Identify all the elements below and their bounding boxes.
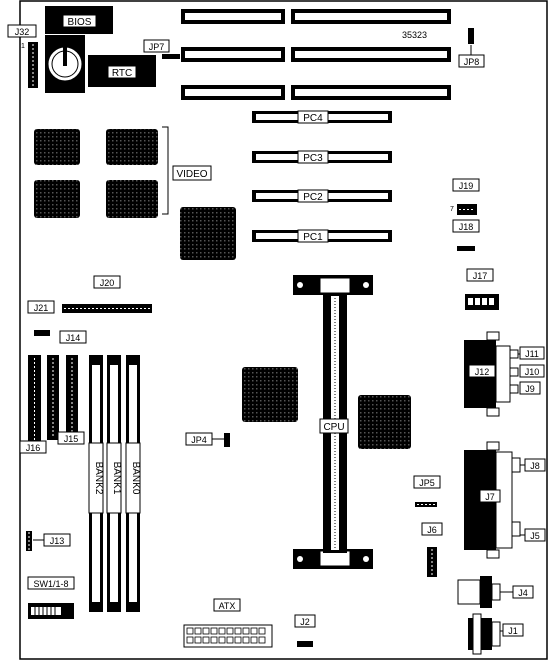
svg-text:J16: J16 — [26, 443, 41, 453]
svg-text:J21: J21 — [34, 303, 49, 313]
j17-connector: J17 — [465, 268, 499, 310]
chipset-south — [358, 395, 411, 449]
rtc-chip: RTC — [88, 55, 156, 87]
svg-text:J12: J12 — [475, 367, 490, 377]
bank2-label: BANK2 — [93, 462, 104, 495]
j11-label: J11 — [518, 346, 545, 360]
svg-text:PC3: PC3 — [303, 153, 323, 164]
j4-connector: J4 — [457, 576, 534, 608]
svg-text:J17: J17 — [473, 271, 488, 281]
j8-label: J8 — [520, 458, 546, 472]
j9-label: J9 — [519, 381, 541, 395]
bios-chip: BIOS — [45, 6, 113, 34]
svg-text:J15: J15 — [64, 434, 79, 444]
video-label: VIDEO — [176, 169, 207, 180]
bank1-label: BANK1 — [111, 462, 122, 495]
battery — [45, 35, 85, 93]
svg-text:J8: J8 — [530, 461, 540, 471]
svg-text:J20: J20 — [100, 278, 115, 288]
svg-text:JP4: JP4 — [191, 435, 207, 445]
svg-text:J2: J2 — [300, 617, 310, 627]
svg-text:PC4: PC4 — [303, 113, 323, 124]
cpu-label: CPU — [323, 422, 344, 433]
j10-label: J10 — [519, 364, 545, 378]
video-controller-chip — [180, 207, 236, 260]
j14-connector: J14 — [59, 330, 87, 440]
memory-bank-2: BANK2 — [88, 355, 104, 612]
svg-text:J10: J10 — [525, 367, 540, 377]
cpu-slot: CPU — [293, 275, 373, 569]
j16-connector: J16 — [19, 355, 47, 454]
pci-slot-pc1: PC1 — [252, 229, 392, 243]
video-chips: VIDEO — [34, 126, 212, 218]
pci-slot-pc3: PC3 — [252, 150, 392, 164]
memory-bank-0: BANK0 — [125, 355, 141, 612]
j20-connector: J20 — [62, 275, 152, 313]
rtc-label: RTC — [112, 68, 132, 79]
j18-connector: J18 — [452, 219, 480, 251]
bios-label: BIOS — [68, 17, 92, 28]
j1-connector: J1 — [468, 613, 524, 655]
j32-connector: J32 1 — [7, 24, 38, 88]
expansion-slots-isa — [181, 9, 451, 100]
j21-connector: J21 — [27, 300, 55, 336]
jp5-jumper: JP5 — [413, 475, 441, 507]
j12-serial-connector: J12 — [464, 331, 519, 417]
memory-bank-1: BANK1 — [106, 355, 122, 612]
svg-text:J9: J9 — [525, 384, 535, 394]
jp4-jumper: JP4 — [185, 432, 230, 447]
svg-text:PC2: PC2 — [303, 192, 323, 203]
svg-text:J6: J6 — [427, 525, 437, 535]
svg-text:J4: J4 — [518, 588, 528, 598]
atx-power-connector: ATX — [183, 598, 273, 648]
j7-parallel-connector: J7 — [464, 441, 521, 559]
svg-text:J13: J13 — [50, 536, 65, 546]
j19-connector: J19 7 — [450, 178, 480, 215]
chipset-north — [242, 367, 298, 422]
svg-text:J18: J18 — [459, 222, 474, 232]
j5-label: J5 — [520, 528, 546, 542]
j15-connector: J15 — [47, 355, 85, 445]
svg-text:7: 7 — [450, 206, 454, 213]
j13-connector: J13 — [26, 531, 71, 551]
sw1-dip-switch: SW1/1-8 — [27, 576, 75, 619]
jp7-jumper: JP7 — [143, 39, 180, 59]
svg-text:SW1/1-8: SW1/1-8 — [33, 579, 68, 589]
j6-connector: J6 — [421, 522, 443, 577]
svg-text:JP7: JP7 — [149, 42, 165, 52]
svg-text:J11: J11 — [525, 349, 539, 359]
svg-text:J32: J32 — [15, 27, 30, 37]
j2-connector: J2 — [294, 614, 316, 647]
svg-text:1: 1 — [21, 43, 25, 50]
pci-slot-pc2: PC2 — [252, 189, 392, 203]
svg-text:JP8: JP8 — [464, 57, 480, 67]
svg-text:PC1: PC1 — [303, 232, 323, 243]
svg-text:J14: J14 — [66, 333, 81, 343]
svg-text:ATX: ATX — [219, 601, 236, 611]
jp8-jumper: JP8 — [458, 28, 485, 68]
figure-id: 35323 — [402, 30, 427, 40]
svg-text:JP5: JP5 — [419, 478, 435, 488]
bank0-label: BANK0 — [130, 462, 141, 495]
svg-text:J5: J5 — [530, 531, 540, 541]
svg-text:J7: J7 — [485, 492, 495, 502]
pci-slot-pc4: PC4 — [252, 110, 392, 124]
svg-text:J19: J19 — [459, 181, 474, 191]
svg-text:J1: J1 — [508, 626, 518, 636]
